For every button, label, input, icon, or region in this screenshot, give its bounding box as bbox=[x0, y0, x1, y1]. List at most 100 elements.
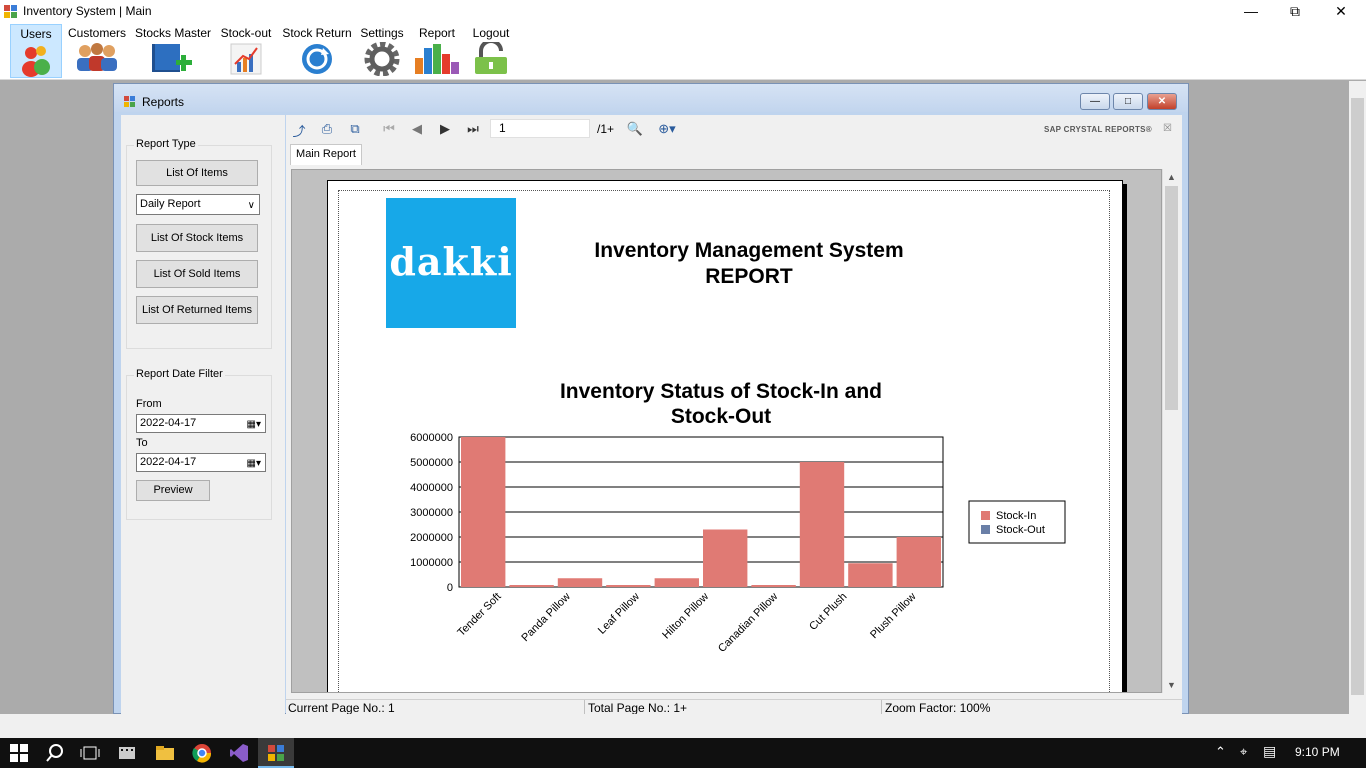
menu-stocks-master[interactable]: Stocks Master bbox=[134, 24, 212, 78]
plot-frame bbox=[458, 436, 944, 588]
calendar-icon[interactable]: ▦▾ bbox=[246, 458, 261, 469]
menu-stock-out[interactable]: Stock-out bbox=[218, 24, 274, 78]
copy-icon[interactable]: ⧉ bbox=[350, 121, 360, 136]
x-tick-label: Plush Pillow bbox=[868, 591, 918, 641]
main-horizontal-scrollbar[interactable] bbox=[0, 714, 1366, 738]
menu-report[interactable]: Report bbox=[412, 24, 462, 78]
scroll-up-icon[interactable]: ▲ bbox=[1167, 172, 1176, 182]
menu-users[interactable]: Users bbox=[10, 24, 62, 78]
task-view-icon[interactable] bbox=[80, 743, 100, 763]
preview-button[interactable]: Preview bbox=[136, 480, 210, 501]
chevron-up-icon[interactable]: ⌃ bbox=[1215, 744, 1226, 759]
list-of-stock-items-button[interactable]: List Of Stock Items bbox=[136, 224, 258, 252]
previous-page-icon[interactable]: ◀ bbox=[412, 121, 422, 136]
menu-settings[interactable]: Settings bbox=[358, 24, 406, 78]
bar bbox=[509, 585, 554, 587]
y-tick-label: 3000000 bbox=[410, 507, 453, 519]
file-explorer-icon[interactable] bbox=[155, 743, 175, 763]
report-viewer: ⤴ ⎙ ⧉ ⏮ ◀ ▶ ⏭ 1 /1+ 🔍 ⊕▾ SAP CRYSTAL REP… bbox=[286, 115, 1182, 716]
gear-icon bbox=[364, 42, 400, 76]
scroll-down-icon[interactable]: ▼ bbox=[1167, 680, 1176, 690]
x-tick-label: Leaf Pillow bbox=[596, 591, 642, 637]
calendar-icon[interactable]: ▦▾ bbox=[246, 419, 261, 430]
from-date-picker[interactable]: 2022-04-17 ▦▾ bbox=[136, 414, 266, 433]
y-tick-label: 5000000 bbox=[410, 457, 453, 469]
reports-window: Reports — □ ✕ Report Type List Of Items … bbox=[113, 83, 1189, 716]
binoculars-icon[interactable]: 🔍 bbox=[626, 121, 644, 136]
next-page-icon[interactable]: ▶ bbox=[440, 121, 450, 136]
bar bbox=[703, 529, 748, 587]
windows-start-icon[interactable] bbox=[9, 743, 29, 763]
menu-stock-return[interactable]: Stock Return bbox=[281, 24, 353, 78]
bar bbox=[799, 462, 845, 587]
zoom-icon[interactable]: ⊕▾ bbox=[658, 121, 676, 136]
child-minimize-button[interactable]: — bbox=[1080, 93, 1110, 110]
minimize-button[interactable]: — bbox=[1244, 3, 1258, 19]
main-scroll-thumb[interactable] bbox=[1351, 98, 1364, 695]
current-page-status: Current Page No.: 1 bbox=[288, 701, 395, 715]
restore-button[interactable]: ⧉ bbox=[1290, 3, 1300, 19]
first-page-icon[interactable]: ⏮ bbox=[383, 121, 395, 136]
scroll-thumb[interactable] bbox=[1165, 186, 1178, 410]
report-period-value: Daily Report bbox=[140, 198, 201, 210]
main-vertical-scrollbar[interactable] bbox=[1349, 81, 1366, 714]
report-page-border: dakki Inventory Management System REPORT… bbox=[338, 190, 1110, 692]
menu-logout-label: Logout bbox=[472, 26, 510, 40]
tab-main-report[interactable]: Main Report bbox=[290, 144, 362, 165]
to-label: To bbox=[136, 437, 148, 449]
child-maximize-button[interactable]: □ bbox=[1113, 93, 1143, 110]
print-icon[interactable]: ⎙ bbox=[321, 121, 333, 136]
bar bbox=[654, 578, 699, 587]
child-close-button[interactable]: ✕ bbox=[1147, 93, 1177, 110]
notification-icon[interactable]: ▤ bbox=[1263, 743, 1277, 759]
y-tick-label: 2000000 bbox=[410, 532, 453, 544]
window-title: Inventory System | Main bbox=[23, 4, 152, 18]
from-date-value: 2022-04-17 bbox=[140, 417, 197, 429]
x-tick-label: Panda Pillow bbox=[519, 591, 572, 644]
to-date-picker[interactable]: 2022-04-17 ▦▾ bbox=[136, 453, 266, 472]
report-page: dakki Inventory Management System REPORT… bbox=[327, 180, 1123, 692]
total-page-status: Total Page No.: 1+ bbox=[588, 701, 688, 715]
refresh-icon bbox=[302, 44, 332, 74]
x-tick-label: Canadian Pillow bbox=[716, 591, 780, 655]
menu-users-label: Users bbox=[20, 27, 52, 41]
menu-settings-label: Settings bbox=[360, 26, 404, 40]
chrome-icon[interactable] bbox=[192, 743, 212, 763]
export-icon[interactable]: ⤴ bbox=[292, 124, 306, 139]
list-of-sold-items-button[interactable]: List Of Sold Items bbox=[136, 260, 258, 288]
y-tick-label: 6000000 bbox=[410, 432, 453, 444]
visual-studio-icon[interactable] bbox=[229, 743, 249, 763]
chart-legend bbox=[968, 500, 1066, 544]
last-page-icon[interactable]: ⏭ bbox=[467, 121, 479, 136]
status-divider bbox=[881, 700, 882, 716]
date-filter-group: Report Date Filter From 2022-04-17 ▦▾ To… bbox=[126, 368, 272, 520]
bar bbox=[896, 537, 941, 587]
legend-swatch bbox=[981, 525, 990, 534]
list-of-items-button[interactable]: List Of Items bbox=[136, 160, 258, 186]
menu-customers-label: Customers bbox=[67, 26, 126, 40]
menu-logout[interactable]: Logout bbox=[468, 24, 514, 78]
bar-chart-icon bbox=[415, 44, 459, 74]
report-vertical-scrollbar[interactable]: ▲ ▼ bbox=[1162, 169, 1179, 693]
zoom-factor-status: Zoom Factor: 100% bbox=[885, 701, 991, 715]
page-number-input[interactable]: 1 bbox=[490, 119, 590, 138]
film-app-icon[interactable] bbox=[117, 743, 137, 763]
x-tick-label: Tender Soft bbox=[455, 591, 503, 639]
reports-window-title-bar: Reports — □ ✕ bbox=[114, 84, 1188, 112]
close-button[interactable]: ✕ bbox=[1335, 3, 1347, 19]
padlock-icon bbox=[475, 42, 507, 74]
wifi-icon[interactable]: ⌖ bbox=[1240, 744, 1248, 759]
company-logo: dakki bbox=[386, 198, 516, 328]
inventory-bar-chart: Inventory Status of Stock-In andStock-Ou… bbox=[410, 381, 1066, 655]
report-options-pane: Report Type List Of Items Daily Report ∨… bbox=[121, 115, 285, 715]
report-period-select[interactable]: Daily Report ∨ bbox=[136, 194, 260, 215]
list-of-returned-items-button[interactable]: List Of Returned Items bbox=[136, 296, 258, 324]
x-tick-label: Cut Plush bbox=[807, 591, 849, 633]
report-title: Inventory Management System bbox=[594, 239, 904, 262]
active-app-taskbar-button[interactable] bbox=[258, 738, 294, 768]
menu-customers[interactable]: Customers bbox=[66, 24, 128, 78]
close-viewer-icon[interactable]: ☒ bbox=[1163, 123, 1172, 134]
search-icon[interactable] bbox=[45, 743, 65, 763]
legend-swatch bbox=[981, 511, 990, 520]
report-subtitle: REPORT bbox=[705, 265, 793, 288]
